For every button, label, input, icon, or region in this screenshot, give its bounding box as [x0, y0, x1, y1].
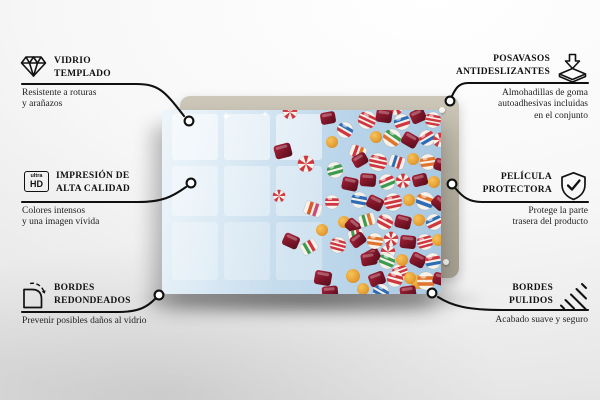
- feature-title: PELÍCULA PROTECTORA: [482, 172, 552, 195]
- feature-description: Almohadillas de goma autoadhesivas inclu…: [498, 88, 588, 121]
- feature-title: IMPRESIÓN DE ALTA CALIDAD: [56, 171, 131, 194]
- ultra-hd-icon: ultra HD: [24, 171, 49, 192]
- candy-photo-scene: [162, 110, 441, 294]
- coaster-pad-icon: [558, 53, 587, 83]
- rubber-pad-bottom: [443, 259, 449, 265]
- diamond-icon: [20, 56, 47, 77]
- feature-title: BORDES PULIDOS: [509, 283, 553, 306]
- feature-description: Colores intensos y una imagen vívida: [22, 206, 100, 228]
- feature-rounded-edges: BORDES REDONDEADOS: [20, 282, 180, 309]
- hatched-edge-icon: [560, 283, 587, 309]
- rubber-pad-top: [439, 107, 445, 113]
- shield-check-icon: [561, 171, 586, 201]
- feature-description: Protege la parte trasera del producto: [512, 206, 588, 228]
- ultra-hd-icon-label-top: ultra: [30, 173, 43, 180]
- feature-protective-film: PELÍCULA PROTECTORA: [428, 171, 588, 201]
- ultra-hd-icon-label-bottom: HD: [30, 178, 43, 189]
- feature-description: Resistente a roturas y arañazos: [22, 88, 97, 110]
- feature-description: Acabado suave y seguro: [495, 315, 588, 325]
- rounded-corner-icon: [23, 282, 46, 309]
- feature-non-slip-coasters: POSAVASOS ANTIDESLIZANTES: [418, 53, 588, 85]
- feature-description: Prevenir posibles daños al vidrio: [22, 316, 147, 326]
- feature-title: BORDES REDONDEADOS: [54, 283, 131, 306]
- feature-title: VIDRIO TEMPLADO: [54, 56, 111, 79]
- feature-polished-edges: BORDES PULIDOS: [428, 282, 588, 309]
- feature-high-quality-print: ultra HD IMPRESIÓN DE ALTA CALIDAD: [24, 170, 174, 196]
- feature-tempered-glass: VIDRIO TEMPLADO: [20, 55, 170, 81]
- feature-title: POSAVASOS ANTIDESLIZANTES: [455, 54, 550, 77]
- glass-board-photo: [162, 110, 441, 294]
